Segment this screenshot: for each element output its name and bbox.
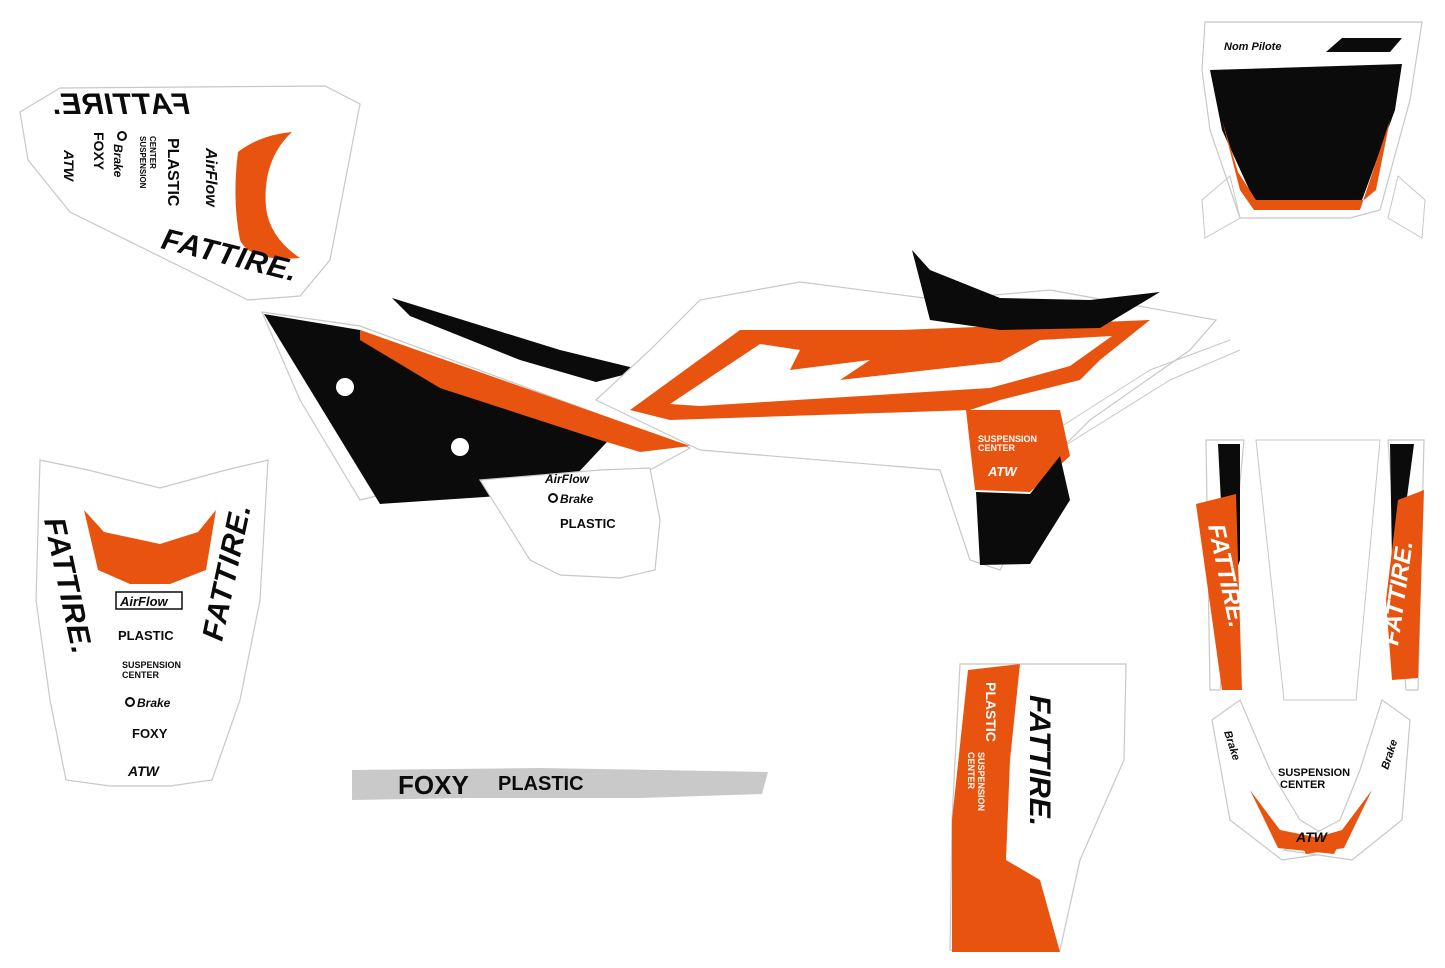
number-plate-decal: Nom Pilote: [1201, 21, 1426, 239]
fork-guard-suspension: SUSPENSION: [976, 752, 986, 811]
headlight-right-orange: [1386, 490, 1424, 680]
headlight-suspension: SUSPENSION: [1278, 767, 1350, 779]
radiator-shroud-black-top: [912, 250, 1160, 330]
front-fender-plastic: PLASTIC: [118, 628, 174, 643]
fork-guard-orange: [952, 664, 1060, 952]
radiator-shroud-decal: SUSPENSION CENTER ATW: [594, 250, 1241, 571]
airbox-brake: Brake: [560, 492, 594, 506]
brake-disc-icon: [125, 697, 135, 707]
ktm-logo-icon: [1326, 38, 1402, 52]
airbox-airflow: AirFlow: [544, 472, 590, 486]
front-fender-suspension: SUSPENSION: [122, 660, 181, 670]
front-fender-center: CENTER: [122, 670, 160, 680]
shroud-center: CENTER: [978, 443, 1016, 453]
fork-guard-plastic: PLASTIC: [983, 682, 999, 742]
side-panel-orange-stripe: [360, 330, 690, 452]
rear-fender-atw: ATW: [61, 149, 77, 183]
brake-disc-icon: [548, 493, 558, 503]
seat-band-grey: [352, 768, 768, 800]
rear-fender-fattire-top: FATTIRE.: [51, 88, 190, 121]
brake-disc-icon: [117, 131, 127, 141]
pilot-name-label: Nom Pilote: [1224, 41, 1281, 53]
rear-fender-suspension: SUSPENSION: [138, 136, 147, 189]
headlight-center: CENTER: [1280, 779, 1325, 791]
headlight-left-orange: [1196, 494, 1242, 690]
rear-fender-center: CENTER: [148, 136, 157, 169]
seat-band-foxy: FOXY: [398, 770, 469, 800]
airbox-plastic: PLASTIC: [560, 516, 616, 531]
fork-guard-fattire: FATTIRE.: [1023, 695, 1056, 826]
front-fender-foxy: FOXY: [132, 726, 168, 741]
seat-band-decal: FOXY PLASTIC: [352, 768, 768, 800]
number-plate-black-field: [1210, 64, 1402, 200]
side-panel-hole-1: [336, 378, 354, 396]
radiator-shroud-orange-tab: [966, 410, 1070, 492]
side-panel-hole-2: [451, 438, 469, 456]
front-fender-airflow-box: [115, 591, 183, 610]
front-fender-airflow: AirFlow: [119, 594, 169, 609]
front-fender-brake: Brake: [137, 696, 171, 710]
rear-fender-decal: FATTIRE. FATTIRE. ATW FOXY Brake SUSPENS…: [19, 85, 361, 301]
rear-fender-brake: Brake: [111, 144, 125, 178]
seat-band-plastic: PLASTIC: [498, 773, 584, 795]
radiator-shroud-black-tab: [976, 456, 1070, 565]
rear-fender-orange-panel: [235, 132, 300, 259]
headlight-atw: ATW: [1295, 829, 1329, 845]
airbox-cover-decal: AirFlow Brake PLASTIC: [478, 467, 661, 579]
front-fender-atw: ATW: [127, 763, 161, 779]
front-fender-orange-panel: [84, 510, 216, 584]
rear-fender-foxy: FOXY: [91, 132, 107, 171]
side-panel-decal: [261, 311, 692, 504]
headlight-lower-orange-right: [1300, 790, 1372, 854]
fork-guard-center: CENTER: [966, 752, 976, 790]
front-fender-decal: FATTIRE. FATTIRE. AirFlow PLASTIC SUSPEN…: [35, 459, 269, 787]
shroud-suspension: SUSPENSION: [978, 434, 1037, 444]
side-panel-black: [264, 314, 622, 504]
rear-fender-plastic: PLASTIC: [164, 138, 181, 207]
radiator-shroud-hole: [927, 255, 943, 271]
headlight-decal: FATTIRE. FATTIRE. Brake Brake SUSPENSION…: [1196, 439, 1425, 861]
fork-guard-decal: FATTIRE. PLASTIC SUSPENSION CENTER: [949, 663, 1127, 952]
shroud-atw: ATW: [987, 464, 1018, 479]
rear-fender-airflow: AirFlow: [202, 147, 219, 208]
